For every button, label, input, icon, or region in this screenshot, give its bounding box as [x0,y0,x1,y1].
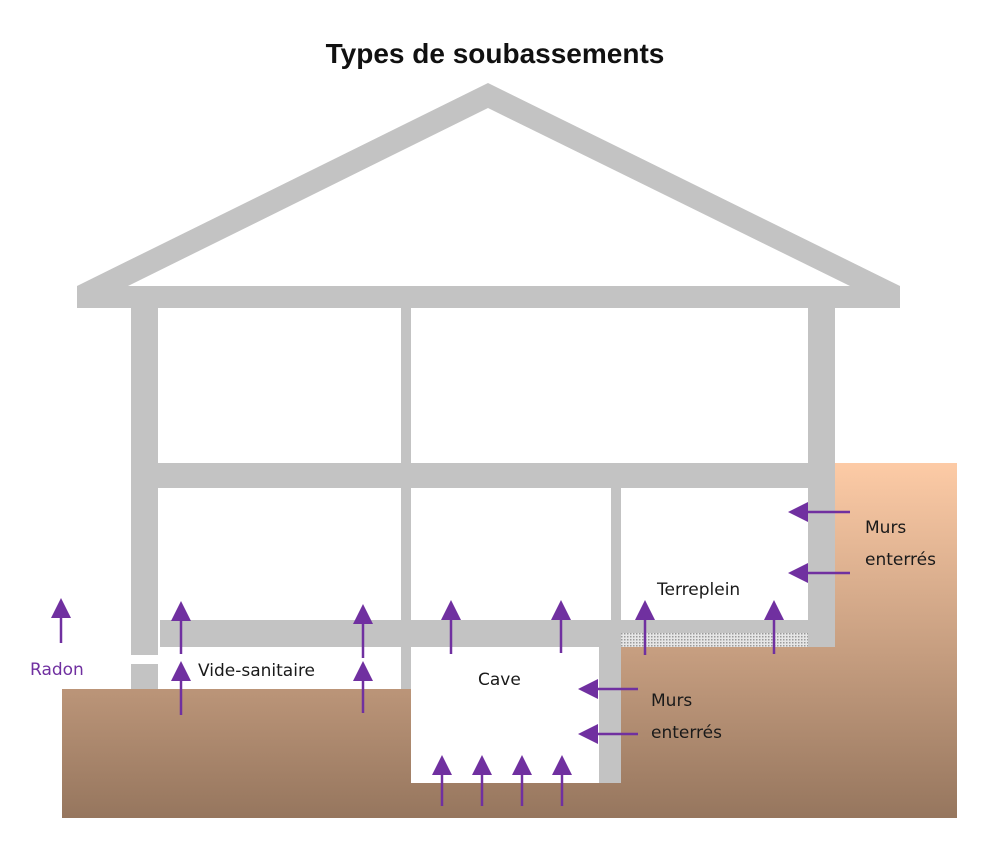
diagram-title: Types de soubassements [326,38,665,69]
terreplein-label: Terreplein [656,580,740,600]
interior-post [401,308,411,689]
murs-enterres-label-2b: enterrés [651,723,722,743]
gravel-layer [621,633,808,647]
terreplein-slab [621,620,808,633]
vide-sanitaire-label: Vide-sanitaire [198,661,315,681]
murs-enterres-label-1a: Murs [865,518,906,538]
interior-post-2 [611,488,621,620]
cave-space [411,647,599,782]
radon-arrows [51,502,850,806]
radon-label: Radon [30,660,84,680]
roof-beam [77,286,900,308]
house-structure [77,286,900,783]
murs-enterres-label-2a: Murs [651,691,692,711]
left-wall-lower [131,664,158,689]
cave-wall [599,647,621,783]
middle-floor [131,463,835,488]
roof-interior [128,108,850,286]
cave-label: Cave [478,670,521,690]
ground-floor-slab [160,620,621,647]
murs-enterres-label-1b: enterrés [865,550,936,570]
soil [62,463,957,818]
